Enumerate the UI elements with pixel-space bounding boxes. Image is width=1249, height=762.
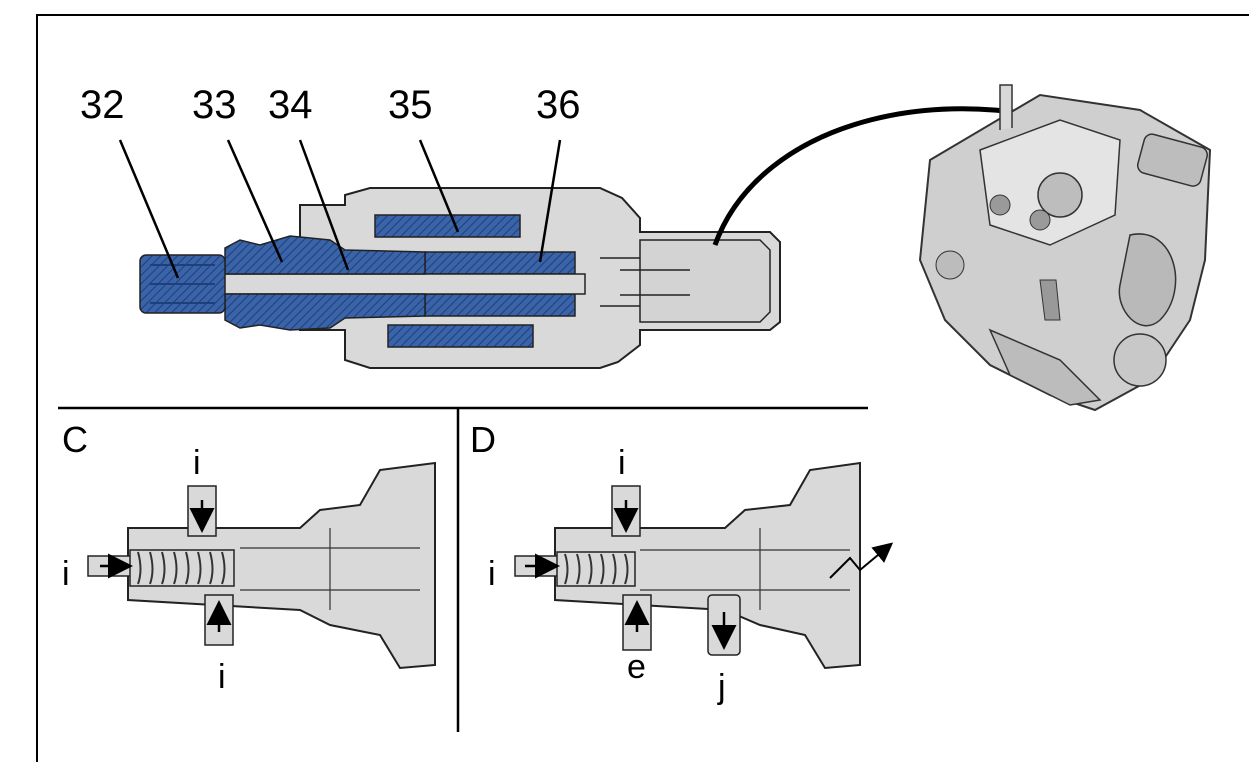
flow-arrow-icon — [829, 542, 894, 579]
panel-d: D i i e j — [470, 419, 894, 706]
valve-bore — [214, 273, 586, 295]
panel-c-body — [127, 461, 436, 670]
callout-32: 32 — [80, 83, 125, 127]
panel-c-label-bottom: i — [218, 658, 226, 696]
panel-c-label-left: i — [62, 555, 70, 593]
coil-top — [374, 214, 521, 238]
coil-bottom — [387, 324, 534, 348]
armature-upper — [424, 251, 576, 275]
callout-33: 33 — [192, 83, 237, 127]
callout-35: 35 — [388, 83, 433, 127]
figure-frame — [36, 14, 1249, 762]
valve-cutaway — [139, 187, 781, 369]
piston-lower — [224, 293, 426, 331]
callout-34: 34 — [268, 83, 313, 127]
panel-d-label-top: i — [618, 444, 626, 482]
panel-d-label-bottom-b: j — [717, 668, 726, 706]
leader-lines — [118, 139, 562, 279]
panel-c-letter: C — [62, 419, 88, 460]
fuel-pump-icon — [918, 84, 1212, 412]
armature-lower — [424, 293, 576, 317]
panel-d-label-left: i — [488, 555, 496, 593]
connector-plug — [639, 239, 771, 323]
panel-c: C i i i — [62, 419, 436, 696]
panel-c-label-top: i — [193, 444, 201, 482]
panel-d-label-bottom-a: e — [627, 648, 646, 686]
callout-36: 36 — [536, 83, 581, 127]
panel-d-letter: D — [470, 419, 496, 460]
